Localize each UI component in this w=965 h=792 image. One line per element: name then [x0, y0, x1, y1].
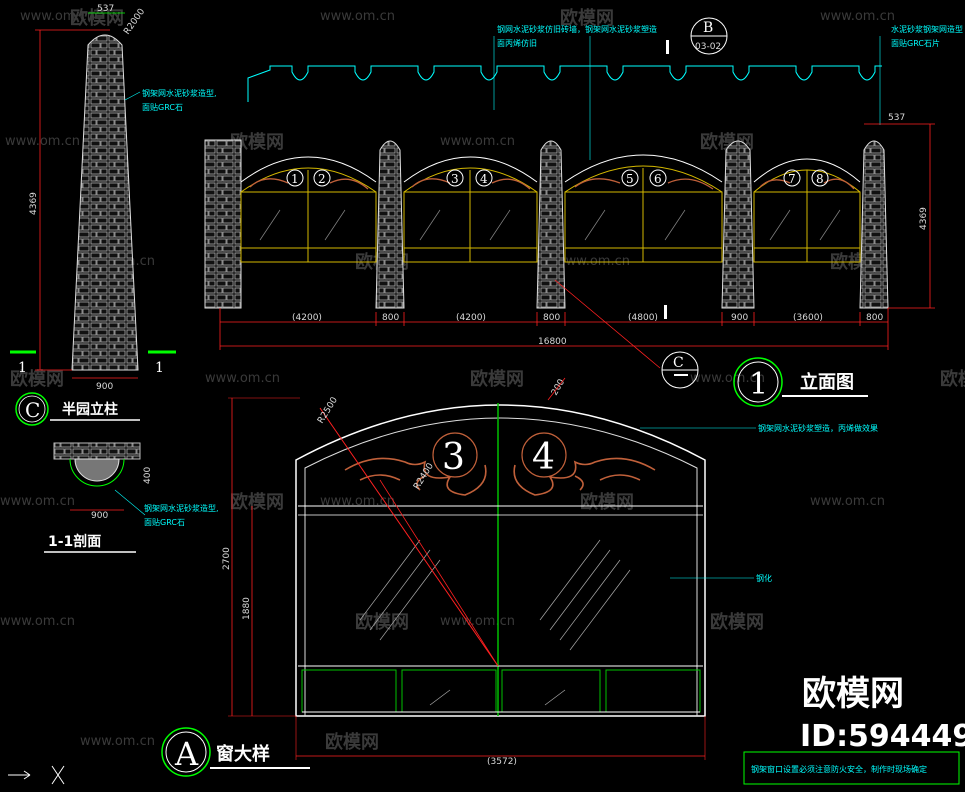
section-note-2: 面贴GRC石: [144, 517, 185, 527]
window-radius-1: R2500: [316, 395, 340, 425]
section-width-dim: 900: [91, 511, 108, 521]
elev-seg-dim: 800: [543, 313, 560, 323]
watermark-brand: 欧模网: [230, 491, 284, 513]
title-pillar: 半园立柱: [62, 401, 118, 418]
window-note-2: 钢化: [756, 573, 772, 583]
elev-seg-dim: 800: [866, 313, 883, 323]
right-note-1: 水泥砂浆钢架网造型: [891, 24, 963, 34]
callout-b-ref: 03-02: [695, 42, 721, 52]
watermark-brand: 欧模网: [580, 491, 634, 513]
watermark-brand: 欧模网: [10, 368, 64, 390]
watermark-site: www.om.cn: [820, 9, 895, 24]
pillar-note-2: 面贴GRC石: [142, 102, 183, 112]
section-1-1: 900 400 钢架网水泥砂浆造型, 面贴GRC石 1-1剖面: [44, 442, 219, 553]
elev-right-height-dim: 4369: [919, 207, 929, 230]
right-note-2: 面贴GRC石片: [891, 38, 940, 48]
pillar-top-dim: 537: [97, 4, 114, 14]
watermark-site: www.om.cn: [690, 371, 765, 386]
window-bay-3: [564, 154, 723, 263]
window-detail: 3 4 R2500 R2400 200 2700 1880 (3572) 钢架网…: [161, 377, 878, 777]
watermark-site: www.om.cn: [320, 494, 395, 509]
brand-overlay: 欧模网: [802, 674, 904, 714]
elev-right-top-dim: 537: [888, 113, 905, 123]
note-box: [743, 751, 960, 785]
watermark-site: www.om.cn: [205, 371, 280, 386]
id-overlay: ID:594449: [800, 719, 965, 754]
watermark-site: www.om.cn: [810, 494, 885, 509]
window-bay-4: [753, 158, 861, 263]
title-section: 1-1剖面: [48, 533, 101, 550]
watermark-brand: 欧模网: [560, 7, 614, 29]
watermark-brand: 欧模网: [230, 131, 284, 153]
watermark-brand: 欧模网: [940, 368, 965, 390]
elev-seg-dim: (4200): [292, 313, 322, 323]
watermark-layer: www.om.cn 欧模网 www.om.cn 欧模网 www.om.cn ww…: [0, 7, 965, 753]
callout-b-letter: B: [703, 20, 713, 36]
top-note-2: 面丙烯仿旧: [497, 38, 537, 48]
window-width-dim: (3572): [487, 757, 517, 767]
callout-1-elevation: 1: [749, 367, 768, 402]
section-note-1: 钢架网水泥砂浆造型,: [144, 503, 219, 513]
window-number: 1: [291, 172, 299, 186]
window-number: 5: [626, 172, 634, 186]
watermark-brand: 欧模网: [470, 368, 524, 390]
callout-c-pillar: C: [25, 398, 40, 422]
window-numbers: 1 2 3 4 5 6 7 8: [286, 169, 829, 187]
window-number: 8: [816, 172, 824, 186]
main-elevation: 1 2 3 4 5 6 7 8 B 03-02 钢网水泥砂浆仿旧砖墙，钢架网水泥…: [204, 17, 963, 407]
elev-seg-dim: 900: [731, 313, 748, 323]
window-number: 2: [318, 172, 326, 186]
section-mark-right: 1: [155, 360, 164, 376]
ornament: [344, 457, 656, 496]
watermark-site: www.om.cn: [0, 494, 75, 509]
elev-seg-dim: (4800): [628, 313, 658, 323]
watermark-brand: 欧模网: [710, 611, 764, 633]
watermark-site: www.om.cn: [0, 614, 75, 629]
window-number: 4: [480, 172, 488, 186]
watermark-brand: 欧模网: [325, 731, 379, 753]
title-window: 窗大样: [216, 743, 270, 765]
window-number: 6: [654, 172, 662, 186]
section-mark-left: 1: [18, 360, 27, 376]
window-height-1: 2700: [222, 547, 232, 570]
elev-seg-dim: (4200): [456, 313, 486, 323]
pillar-width-dim: 900: [96, 382, 113, 392]
callout-c-elevation: C: [673, 355, 684, 371]
callout-a: A: [174, 735, 199, 773]
window-bay-2: [403, 156, 538, 263]
watermark-site: www.om.cn: [20, 9, 95, 24]
glass-hatching: [359, 539, 631, 706]
elev-seg-dim: 800: [382, 313, 399, 323]
title-elevation: 立面图: [800, 371, 854, 393]
window-number: 3: [451, 172, 459, 186]
watermark-site: www.om.cn: [5, 134, 80, 149]
bottom-note: 钢架窗口设置必须注意防火安全，制作时现场确定: [751, 764, 927, 774]
top-note-1: 钢网水泥砂浆仿旧砖墙，钢架网水泥砂浆塑造: [497, 24, 657, 34]
window-note-1: 钢架网水泥砂浆塑造，丙烯做效果: [758, 423, 878, 433]
pillar-elevation: 537 4369 R2000 900 钢架网水泥砂浆造型, 面贴GRC石 1 1…: [10, 4, 217, 426]
pillar-radius-dim: R2000: [122, 7, 147, 37]
watermark-site: www.om.cn: [440, 614, 515, 629]
window-height-2: 1880: [242, 597, 252, 620]
detail-number-3: 3: [442, 437, 465, 478]
elev-total-dim: 16800: [538, 337, 567, 347]
watermark-site: www.om.cn: [80, 734, 155, 749]
window-bay-1: [240, 156, 377, 263]
window-number: 7: [788, 172, 796, 186]
elev-seg-dim: (3600): [793, 313, 823, 323]
watermark-site: www.om.cn: [440, 134, 515, 149]
pillar-note-1: 钢架网水泥砂浆造型,: [142, 88, 217, 98]
ucs-icon: [8, 765, 65, 785]
detail-number-4: 4: [532, 437, 555, 478]
pillar-height-dim: 4369: [29, 192, 39, 215]
section-height-dim: 400: [143, 467, 153, 484]
watermark-site: www.om.cn: [320, 9, 395, 24]
watermark-brand: 欧模网: [355, 611, 409, 633]
watermark-brand: 欧模网: [70, 7, 124, 29]
